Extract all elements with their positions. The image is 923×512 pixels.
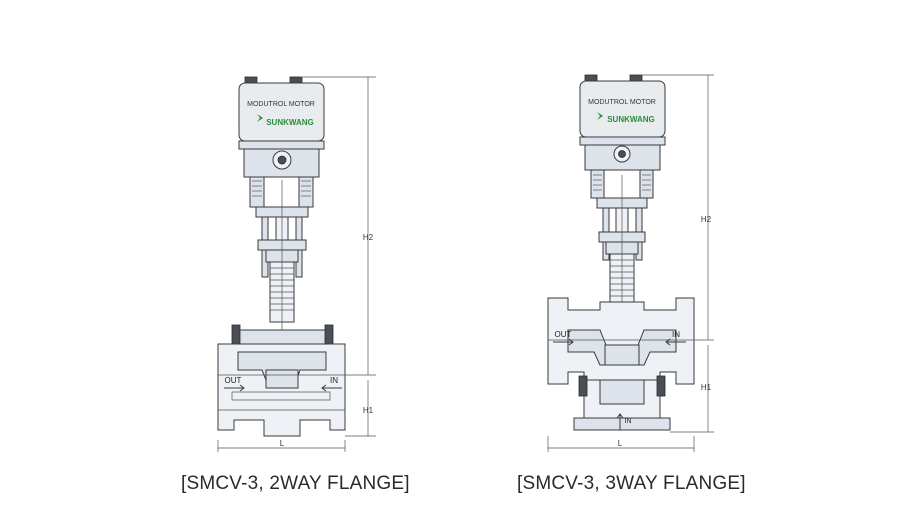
brand-logo-icon-1	[257, 114, 263, 122]
flow-arrow-icon-1	[224, 384, 245, 392]
valve-2way: MODUTROL MOTOR SUNKWANG	[217, 76, 376, 452]
dim-h2-label-1: H2	[363, 233, 374, 242]
port-in-label-2: IN	[672, 330, 680, 339]
port-out-label-1: OUT	[225, 376, 242, 385]
caption-3way-flange: [SMCV-3, 3WAY FLANGE]	[517, 473, 746, 494]
motor-label-1: MODUTROL MOTOR	[247, 101, 315, 108]
caption-2way-flange: [SMCV-3, 2WAY FLANGE]	[181, 473, 410, 494]
port-in-bottom-label-2: IN	[625, 418, 632, 425]
dim-l-label-2: L	[618, 439, 623, 448]
dim-h2-label-2: H2	[701, 215, 712, 224]
brand-logo-icon-2	[597, 112, 603, 120]
motor-label-2: MODUTROL MOTOR	[588, 99, 656, 106]
flow-arrow-icon-5	[616, 413, 624, 430]
bellows-2	[609, 175, 635, 425]
dimension-lines-1	[217, 76, 376, 452]
port-out-label-2: OUT	[555, 330, 572, 339]
valve-body-1	[217, 343, 346, 437]
modutrol-motor-1: MODUTROL MOTOR SUNKWANG	[238, 76, 325, 150]
dim-l-label-1: L	[280, 439, 285, 448]
dim-h1-label-1: H1	[363, 406, 374, 415]
brand-name-1: SUNKWANG	[266, 118, 314, 127]
bonnet-1	[234, 329, 331, 345]
valve-body-2	[547, 297, 695, 431]
actuator-linkage-2	[584, 144, 661, 261]
brand-name-2: SUNKWANG	[607, 115, 655, 124]
flow-arrow-icon-2	[321, 384, 342, 392]
dim-h1-label-2: H1	[701, 383, 712, 392]
flow-arrow-icon-4	[665, 338, 686, 346]
port-in-label-1: IN	[330, 376, 338, 385]
dimension-lines-2	[547, 74, 714, 452]
valve-3way: MODUTROL MOTOR SUNKWANG	[547, 74, 714, 452]
actuator-linkage-1	[243, 148, 320, 278]
modutrol-motor-2: MODUTROL MOTOR SUNKWANG	[579, 74, 666, 146]
bellows-1	[269, 180, 295, 420]
flow-arrow-icon-3	[553, 338, 574, 346]
